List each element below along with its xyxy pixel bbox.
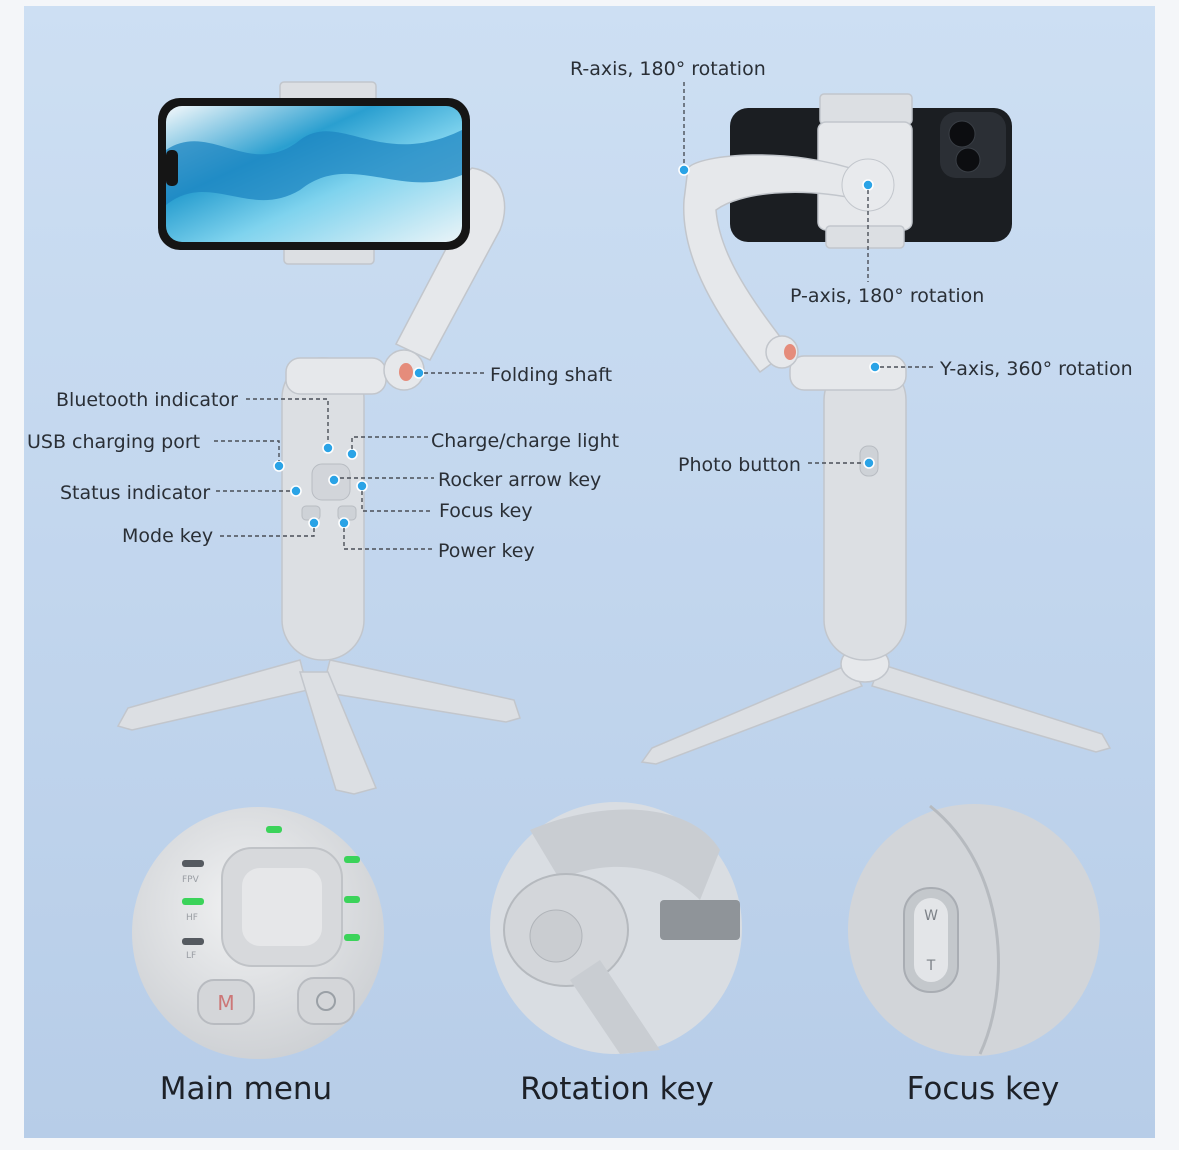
left-gimbal [116,81,521,795]
mark-hf: HF [186,913,198,923]
right-handle [823,359,907,661]
dot-folding-shaft [413,367,425,379]
left-power-key [337,505,357,521]
rotation-key-arm [530,809,720,900]
rotation-key-dial [529,909,583,963]
rotation-key-lower-arm [570,960,660,1054]
closeup-main-menu: FPV HF LF M [132,807,384,1059]
dot-bluetooth [322,442,334,454]
dot-focus-key [356,480,368,492]
left-mode-key [301,505,321,521]
left-phone-wave [166,130,462,205]
main-menu-m-label: M [217,991,234,1015]
dot-charge-light [346,448,358,460]
dot-p-axis [862,179,874,191]
mark-w: W [924,908,938,924]
label-charge-light: Charge/charge light [431,430,619,452]
label-usb-port: USB charging port [27,431,200,453]
right-folding-knob-inner [784,344,796,360]
right-clamp-bottom [825,225,905,249]
caption-main-menu: Main menu [160,1071,332,1107]
label-power-key: Power key [438,540,535,562]
rotation-key-bracket [660,900,740,940]
focus-key-slider-inner [914,898,948,982]
right-gimbal [640,93,1112,765]
focus-key-circle [848,804,1100,1056]
dot-power-key [338,517,350,529]
right-gimbal-arm [683,154,863,374]
left-phone-notch [166,150,178,186]
power-icon [316,991,336,1011]
dot-r-axis [678,164,690,176]
closeup-rotation-key [490,802,742,1054]
right-camera-lens-2 [955,147,981,173]
dot-status [290,485,302,497]
main-menu-leds [182,826,360,945]
label-mode-key: Mode key [122,525,213,547]
label-focus-key: Focus key [439,500,533,522]
dot-y-axis [869,361,881,373]
label-p-axis: P-axis, 180° rotation [790,285,984,307]
dot-usb-port [273,460,285,472]
dot-mode-key [308,517,320,529]
label-rocker-key: Rocker arrow key [438,469,601,491]
main-menu-power-button [297,977,355,1025]
right-handle-top [789,355,907,391]
right-clamp-top [819,93,913,125]
mark-fpv: FPV [182,875,200,885]
caption-rotation-key: Rotation key [520,1071,714,1107]
right-tripod-leg-right [871,663,1112,753]
label-status-indicator: Status indicator [60,482,210,504]
right-camera-lens-1 [948,120,976,148]
mark-t: T [926,958,936,974]
label-y-axis: Y-axis, 360° rotation [939,358,1133,380]
caption-focus-key: Focus key [907,1071,1060,1107]
left-folding-knob-inner [399,363,413,381]
dot-photo-button [863,457,875,469]
left-leader-lines [214,372,484,550]
left-tripod-leg-front [298,671,378,795]
dot-rocker [328,474,340,486]
label-photo-button: Photo button [678,454,801,476]
main-menu-m-button [197,979,255,1025]
right-leader-lines [683,82,936,464]
closeup-focus-key: W T [848,804,1100,1056]
label-r-axis: R-axis, 180° rotation [570,58,766,80]
focus-key-edge [929,804,1000,1055]
left-handle-top [285,357,387,395]
label-bluetooth-indicator: Bluetooth indicator [56,389,238,411]
label-folding-shaft: Folding shaft [490,364,612,386]
main-menu-rocker-inner [242,868,322,946]
mark-lf: LF [186,951,196,961]
